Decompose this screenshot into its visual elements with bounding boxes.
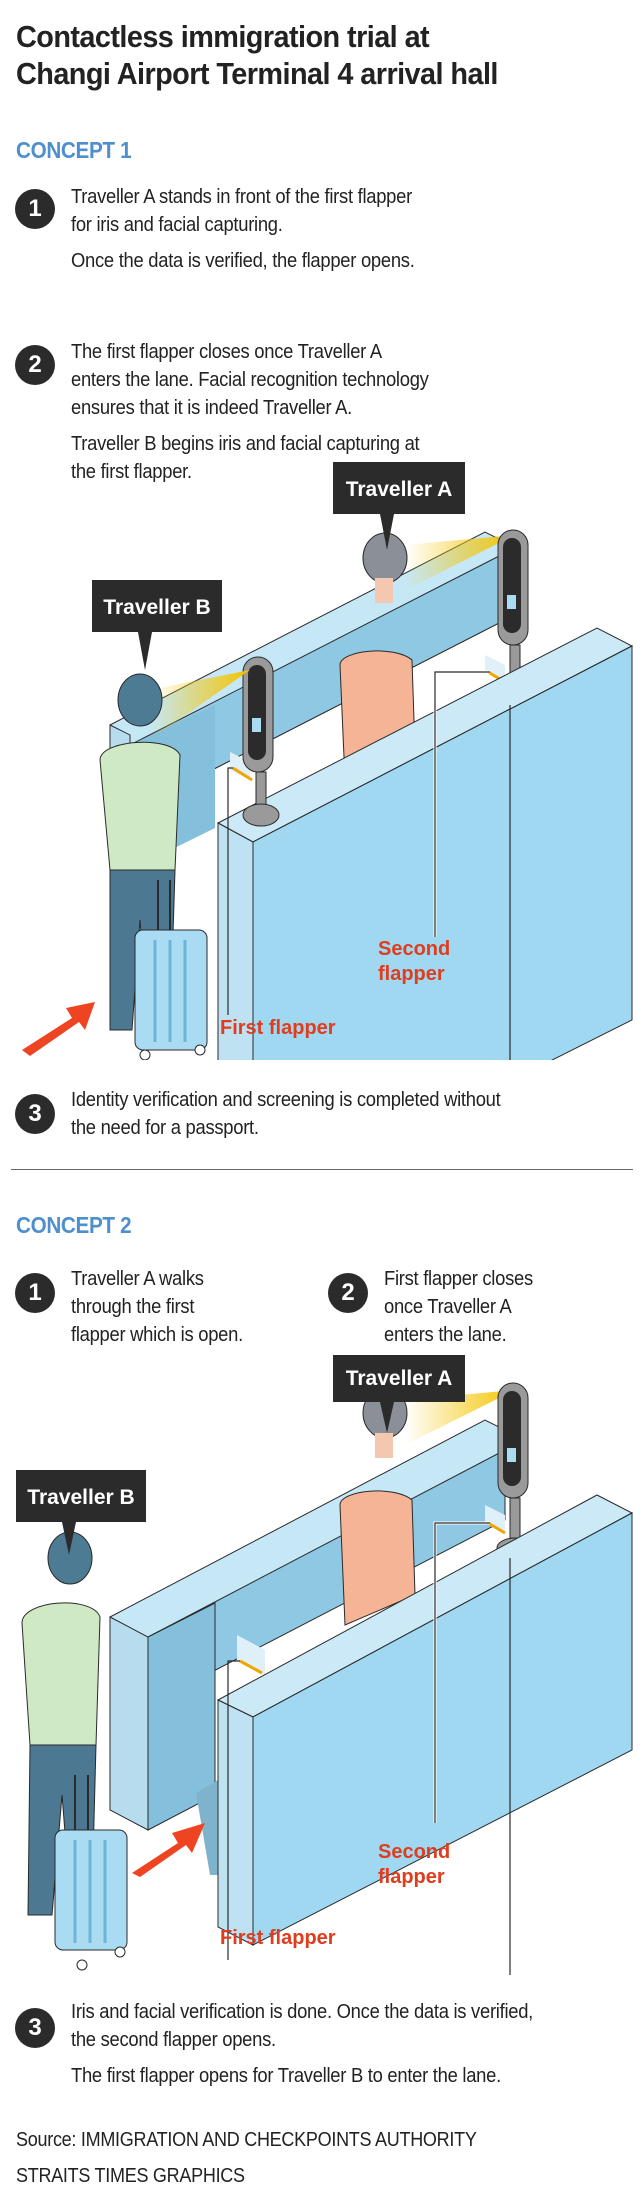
step-badge-c2-1: 1 [15, 1273, 55, 1313]
text-line: Traveller A stands in front of the first… [71, 186, 412, 208]
first-flapper-label: First flapper [220, 1017, 336, 1039]
text-line: the need for a passport. [71, 1117, 259, 1139]
source-credit: Source: IMMIGRATION AND CHECKPOINTS AUTH… [16, 2122, 477, 2194]
traveller-a-figure [339, 1387, 416, 1626]
step-c2-1-text: Traveller A walks through the first flap… [71, 1265, 243, 1349]
traveller-a-label: Traveller A [333, 462, 465, 550]
concept-2-illustration: Traveller A Traveller B First flapper Se… [0, 1355, 644, 1975]
text-line: the second flapper opens. [71, 2029, 276, 2051]
title-line-2: Changi Airport Terminal 4 arrival hall [16, 56, 498, 91]
page-title: Contactless immigration trial at Changi … [16, 18, 498, 92]
traveller-a-label-text: Traveller A [346, 478, 453, 501]
second-flapper-label-line2: flapper [378, 963, 445, 985]
traveller-a-label-text: Traveller A [346, 1367, 453, 1390]
step-badge-c2-3: 3 [15, 2008, 55, 2048]
text-line: ensures that it is indeed Traveller A. [71, 397, 353, 419]
concept-1-illustration: Traveller A Traveller B First flapper Se… [0, 450, 644, 1060]
text-line: Once the data is verified, the flapper o… [71, 250, 415, 272]
first-flapper-gate [237, 1635, 265, 1675]
second-flapper-leader [434, 1522, 490, 1823]
traveller-b-label-text: Traveller B [27, 1486, 134, 1509]
text-line: Traveller A walks [71, 1268, 204, 1290]
text-line: The first flapper opens for Traveller B … [71, 2065, 501, 2087]
graphics-credit: STRAITS TIMES GRAPHICS [16, 2165, 245, 2187]
direction-arrow-icon [22, 1002, 95, 1056]
front-lane-wall [216, 627, 634, 1060]
traveller-a-label: Traveller A [333, 1355, 465, 1433]
step-c1-1-text: Traveller A stands in front of the first… [71, 183, 415, 275]
lane-diagram-2: Traveller A Traveller B First flapper Se… [16, 1355, 634, 1975]
traveller-b-figure [21, 1531, 101, 1916]
text-line: Identity verification and screening is c… [71, 1089, 501, 1111]
scan-beam-a [405, 535, 515, 590]
concept-1-heading: CONCEPT 1 [16, 137, 132, 163]
step-badge-c1-3: 3 [15, 1094, 55, 1134]
second-flapper-label-line1: Second [378, 1841, 450, 1863]
text-line: First flapper closes [384, 1268, 533, 1290]
front-lane-wall [216, 1494, 634, 1946]
step-c1-3-text: Identity verification and screening is c… [71, 1086, 501, 1142]
text-line: The first flapper closes once Traveller … [71, 341, 382, 363]
first-flapper-kiosk [230, 656, 280, 827]
first-flapper-leader [227, 1660, 240, 1960]
step-c1-2-text: The first flapper closes once Traveller … [71, 338, 429, 486]
first-flapper-label: First flapper [220, 1927, 336, 1949]
text-line: through the first [71, 1296, 195, 1318]
source-text: Source: IMMIGRATION AND CHECKPOINTS AUTH… [16, 2129, 477, 2151]
step-badge-c2-2: 2 [328, 1273, 368, 1313]
text-line: flapper which is open. [71, 1324, 243, 1346]
direction-arrow-icon [132, 1823, 205, 1877]
traveller-b-label: Traveller B [92, 580, 222, 670]
title-line-1: Contactless immigration trial at [16, 19, 430, 54]
text-line: enters the lane. [384, 1324, 507, 1346]
scan-beam-b [150, 670, 250, 740]
lane-diagram-1: Traveller A Traveller B First flapper Se… [22, 462, 634, 1060]
text-line: once Traveller A [384, 1296, 512, 1318]
step-c2-2-text: First flapper closes once Traveller A en… [384, 1265, 533, 1349]
first-flapper-leader [227, 767, 233, 1015]
step-badge-c1-2: 2 [15, 345, 55, 385]
suitcase [54, 1775, 128, 1971]
traveller-b-label-text: Traveller B [103, 596, 210, 619]
suitcase [134, 880, 208, 1060]
text-line: enters the lane. Facial recognition tech… [71, 369, 429, 391]
second-flapper-label-line2: flapper [378, 1866, 445, 1888]
second-flapper-leader [434, 671, 490, 937]
scan-beam-a [405, 1390, 515, 1445]
text-line: Iris and facial verification is done. On… [71, 2001, 534, 2023]
text-line: Traveller B begins iris and facial captu… [71, 433, 420, 455]
step-badge-c1-1: 1 [15, 189, 55, 229]
text-line: the first flapper. [71, 461, 192, 483]
section-divider [11, 1169, 633, 1170]
second-flapper-label-line1: Second [378, 938, 450, 960]
concept-2-heading: CONCEPT 2 [16, 1212, 132, 1238]
text-line: for iris and facial capturing. [71, 214, 283, 236]
step-c2-3-text: Iris and facial verification is done. On… [71, 1998, 533, 2090]
traveller-b-label: Traveller B [16, 1470, 146, 1555]
